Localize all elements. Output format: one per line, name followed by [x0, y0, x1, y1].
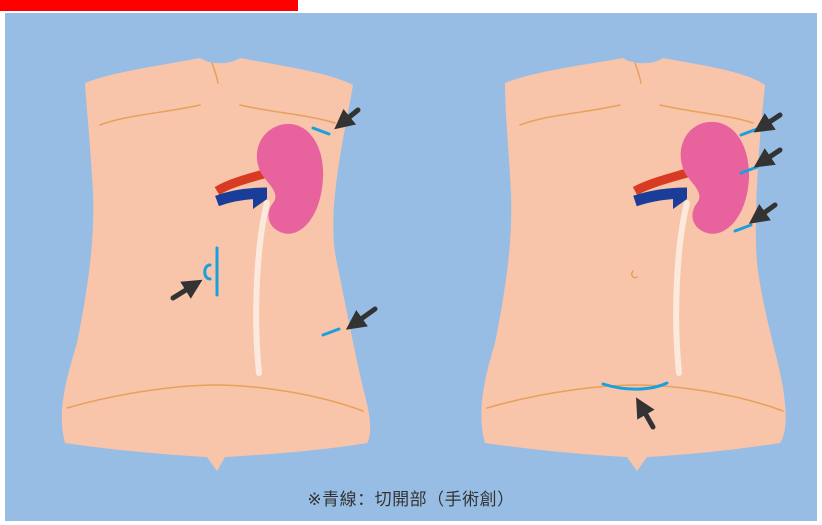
illustration-panel: ※青線：切開部（手術創）	[5, 13, 817, 521]
caption: ※青線：切開部（手術創）	[5, 485, 817, 510]
torso-diagram	[5, 13, 817, 521]
left-torso	[62, 58, 375, 471]
header-bar	[0, 0, 298, 11]
right-torso	[481, 58, 785, 471]
